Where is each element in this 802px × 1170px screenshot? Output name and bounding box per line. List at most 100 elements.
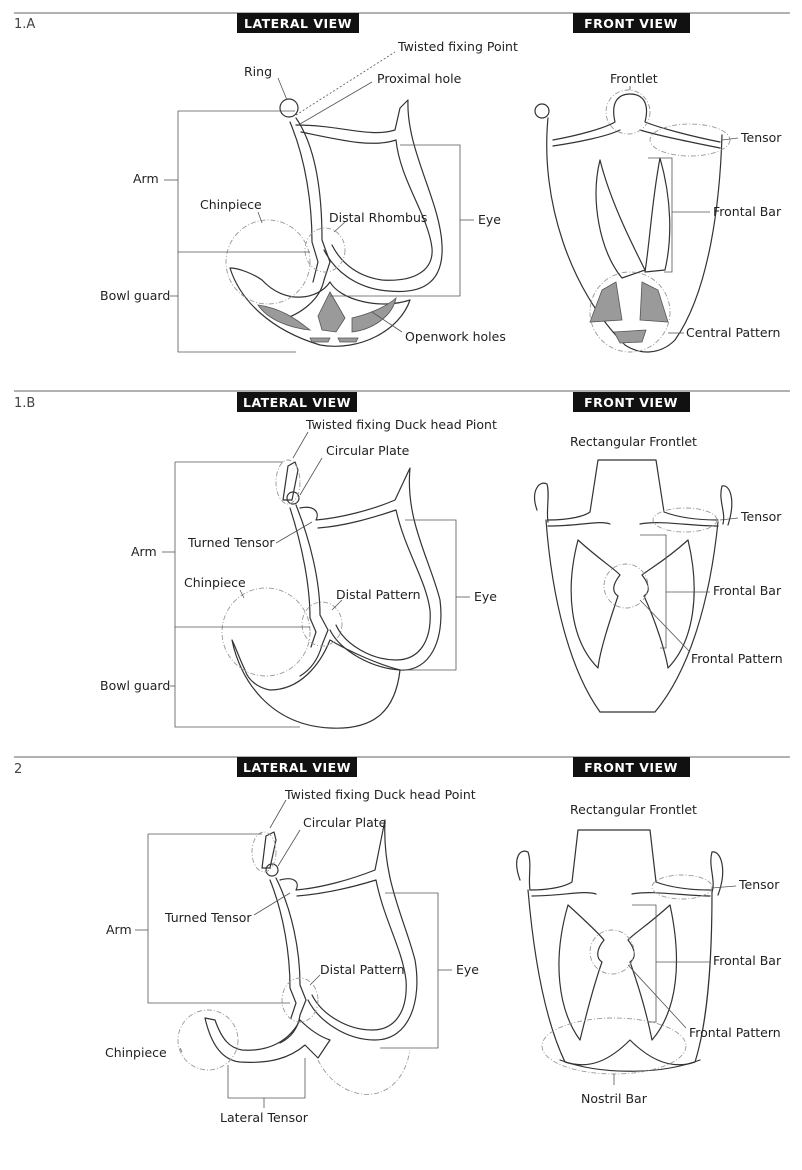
circular-plate-leader (299, 457, 323, 496)
twisted-fixing-highlight (275, 459, 301, 505)
frontal-bar-bracket (632, 904, 657, 1023)
duck-head-fixing-shape (282, 461, 299, 501)
distal-leader (331, 599, 343, 611)
nostril-bar-label: Nostril Bar (581, 1091, 648, 1106)
eye-label: Eye (478, 212, 501, 227)
twisted-point-leader (295, 51, 396, 116)
central-pattern-shape (639, 281, 669, 323)
eye-bracket (380, 892, 439, 1049)
distal-rhombus-label: Distal Rhombus (329, 210, 427, 225)
arm-inner-outline (289, 507, 317, 648)
twisted-fixing-point-label: Twisted fixing Point (397, 39, 518, 54)
circular-plate-leader (277, 829, 301, 867)
arm-bracket (147, 834, 290, 1004)
front-view-header (573, 757, 690, 777)
front-view-title: FRONT VIEW (584, 16, 678, 31)
chinpiece-highlight (177, 1009, 239, 1071)
bowl-guard-outline (231, 639, 401, 729)
lateral-view-title: LATERAL VIEW (244, 16, 352, 31)
bridle-piece-lateral-drawing (225, 98, 443, 347)
turned-tensor-label: Turned Tensor (164, 910, 252, 925)
lateral-view-title: LATERAL VIEW (243, 395, 351, 410)
arm-label: Arm (133, 171, 159, 186)
central-pattern-highlight (589, 271, 671, 353)
lateral-view-header (237, 13, 359, 33)
arm-inner-outline (289, 121, 319, 283)
turned-tensor-label: Turned Tensor (187, 535, 275, 550)
distal-leader (333, 221, 346, 233)
right-frontal-bar (627, 904, 678, 1041)
turned-tensor-leader (275, 521, 313, 544)
proximal-hole-label: Proximal hole (377, 71, 462, 86)
chinpiece-highlight (225, 219, 311, 305)
bowl-guard-outline (229, 267, 411, 347)
left-hook (516, 850, 531, 891)
twisted-fixing-label: Twisted fixing Duck head Point (284, 787, 476, 802)
chinpiece-leader (179, 1047, 183, 1053)
openwork-hole (337, 337, 359, 343)
eye-bracket (400, 519, 457, 671)
frontlet-inner (552, 129, 721, 149)
frontal-pattern-leader (627, 964, 687, 1029)
distal-leader (309, 974, 321, 986)
section-1a: 1.A LATERAL VIEW FRONT VIEW (14, 12, 790, 353)
front-view-title: FRONT VIEW (584, 395, 678, 410)
distal-pattern-highlight (281, 977, 319, 1023)
central-pattern-shape (613, 329, 647, 344)
eye-outline (295, 99, 443, 293)
section-number: 1.B (14, 396, 35, 411)
lateral-tensor-bracket (227, 1058, 306, 1099)
section-2: 2 LATERAL VIEW FRONT VIEW T (14, 756, 790, 1125)
frontal-pattern-highlight (603, 563, 649, 609)
tensor-leader (719, 517, 739, 521)
lateral-view-title: LATERAL VIEW (243, 760, 351, 775)
tensor-label: Tensor (738, 877, 780, 892)
bowl-guard-bracket (174, 627, 300, 728)
turned-tensor-leader (253, 892, 291, 916)
circular-plate-label: Circular Plate (326, 443, 410, 458)
distal-pattern-label: Distal Pattern (336, 587, 421, 602)
twisted-leader (269, 799, 287, 829)
rectangular-frontlet-outline (547, 459, 719, 521)
bridle-piece-front-drawing (534, 459, 733, 713)
bowl-guard-label: Bowl guard (100, 288, 170, 303)
lateral-view-header (237, 392, 357, 412)
lateral-tensor-hint (317, 1049, 411, 1095)
ring-shape (279, 98, 299, 118)
twisted-fixing-highlight (251, 831, 277, 873)
circular-plate-shape (265, 863, 279, 877)
twisted-fixing-label: Twisted fixing Duck head Piont (305, 417, 497, 432)
frontal-pattern-highlight (589, 929, 635, 975)
nostril-bar-shape (559, 1059, 701, 1072)
frontlet-highlight (605, 89, 651, 135)
nostril-bar-highlight (541, 1017, 687, 1075)
section-number: 2 (14, 762, 22, 777)
eye-inner-outline (300, 131, 433, 281)
tensor-highlight (652, 507, 718, 533)
front-view-header (573, 13, 690, 33)
eye-bracket (330, 144, 461, 297)
chinpiece-label: Chinpiece (184, 575, 246, 590)
rectangular-frontlet-outline (529, 829, 713, 891)
openwork-hole (309, 337, 331, 343)
right-frontal-bar (644, 157, 671, 273)
distal-pattern-label: Distal Pattern (320, 962, 405, 977)
bowl-guard-bracket (177, 252, 296, 353)
eye-inner-outline (317, 509, 431, 661)
bowl-guard-label: Bowl guard (100, 678, 170, 693)
tensor-highlight (651, 874, 713, 900)
duck-head-fixing-shape (261, 831, 277, 869)
tensor-leader (721, 137, 739, 141)
arm-outline (295, 504, 329, 677)
openwork-hole (257, 304, 312, 331)
distal-pattern-highlight (301, 601, 343, 647)
tensor-label: Tensor (740, 509, 782, 524)
left-hook (534, 482, 549, 523)
circular-plate-shape (286, 491, 300, 505)
front-view-title: FRONT VIEW (584, 760, 678, 775)
bridle-piece-lateral-drawing (221, 459, 442, 729)
frontal-bar-bracket (648, 157, 673, 273)
section-1b: 1.B LATERAL VIEW FRONT VIEW Twiste (14, 390, 790, 729)
circular-plate-label: Circular Plate (303, 815, 387, 830)
